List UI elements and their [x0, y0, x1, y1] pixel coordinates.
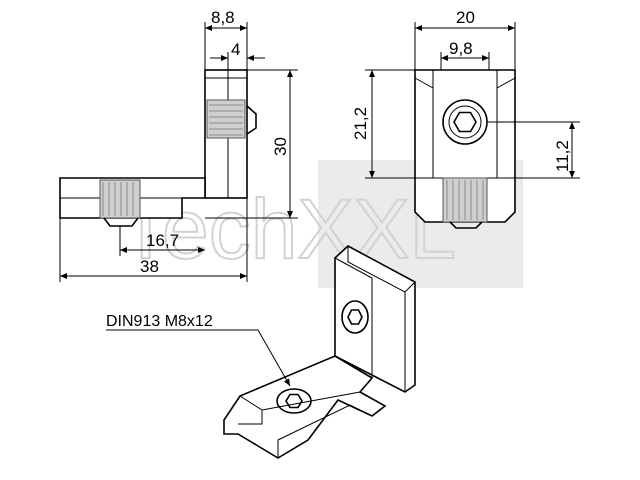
side-setscrew-horizontal: [99, 179, 141, 219]
side-setscrew-horizontal-tip: [103, 217, 139, 227]
front-setscrew-tip: [449, 221, 483, 229]
hex-socket-icon: [453, 111, 477, 133]
dim-label-4: 4: [231, 40, 240, 59]
front-setscrew-threads: [446, 180, 484, 220]
hex-socket-icon: [285, 393, 303, 409]
side-setscrew-horizontal-threads: [102, 182, 134, 216]
side-view: 8,8 4 30 16,7 38: [59, 8, 298, 282]
iso-bore-upper: [341, 300, 369, 334]
dim-label-8-8: 8,8: [211, 8, 235, 27]
side-setscrew-vertical-threads: [209, 104, 243, 136]
dim-label-20: 20: [456, 8, 475, 27]
hex-socket-icon: [347, 309, 363, 325]
callout: DIN913 M8x12: [106, 313, 291, 387]
front-chamfers: [414, 77, 516, 89]
iso-vertical-face: [334, 257, 373, 378]
dim-label-21-2: 21,2: [351, 107, 370, 140]
dim-label-9-8: 9,8: [449, 39, 473, 58]
iso-vertical-inner: [347, 246, 406, 392]
iso-horizontal-rail: [277, 404, 373, 458]
iso-bore-lower: [276, 388, 312, 414]
dim-label-38: 38: [140, 257, 159, 276]
front-bore-inner: [448, 105, 482, 139]
side-setscrew-tip: [246, 105, 257, 135]
iso-top-edge: [404, 281, 416, 293]
dim-label-11-2: 11,2: [553, 140, 572, 172]
callout-label: DIN913 M8x12: [106, 313, 213, 330]
callout-leader: [257, 329, 291, 387]
front-view: 20 9,8 21,2 11,2: [351, 8, 580, 229]
dim-label-30: 30: [271, 137, 290, 156]
iso-horizontal-leg: [223, 355, 387, 459]
side-setscrew-vertical: [206, 99, 246, 139]
dim-label-16-7: 16,7: [146, 231, 179, 250]
isometric-view: [223, 245, 416, 459]
